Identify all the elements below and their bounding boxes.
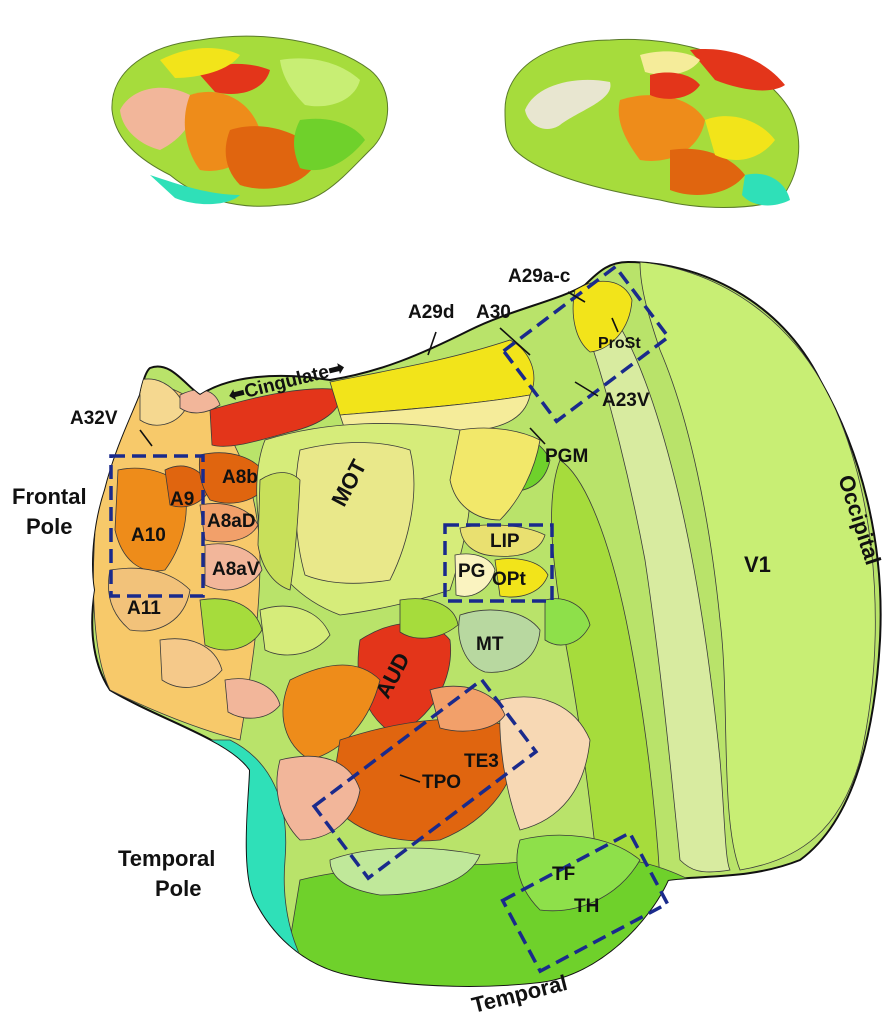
label-a11: A11	[127, 598, 161, 619]
left-hemisphere-render	[112, 36, 388, 206]
label-v1: V1	[744, 552, 771, 577]
label-a32v: A32V	[70, 408, 118, 429]
label-a8ad: A8aD	[207, 511, 256, 532]
label-prost: ProSt	[598, 335, 641, 352]
label-mt: MT	[476, 634, 504, 655]
label-lip: LIP	[490, 531, 520, 552]
label-th: TH	[574, 896, 599, 917]
label-tpo: TPO	[422, 772, 461, 793]
label-temporal-pole-1: Temporal	[118, 846, 215, 871]
label-a8av: A8aV	[212, 559, 260, 580]
label-a8b: A8b	[222, 467, 258, 488]
label-a10: A10	[131, 525, 166, 546]
label-tf: TF	[552, 864, 575, 885]
flatmap	[92, 262, 880, 1000]
right-hemisphere-render	[505, 39, 799, 207]
label-a29ac: A29a-c	[508, 266, 571, 287]
label-frontal-pole-1: Frontal	[12, 484, 87, 509]
label-te3: TE3	[464, 751, 499, 772]
label-a9: A9	[170, 489, 194, 510]
label-a30: A30	[476, 302, 511, 323]
label-temporal-pole-2: Pole	[155, 876, 201, 901]
label-opt: OPt	[492, 569, 526, 590]
label-a29d: A29d	[408, 302, 454, 323]
label-a23v: A23V	[602, 390, 650, 411]
label-frontal-pole-2: Pole	[26, 514, 72, 539]
label-pg: PG	[458, 561, 485, 582]
label-pgm: PGM	[545, 446, 588, 467]
